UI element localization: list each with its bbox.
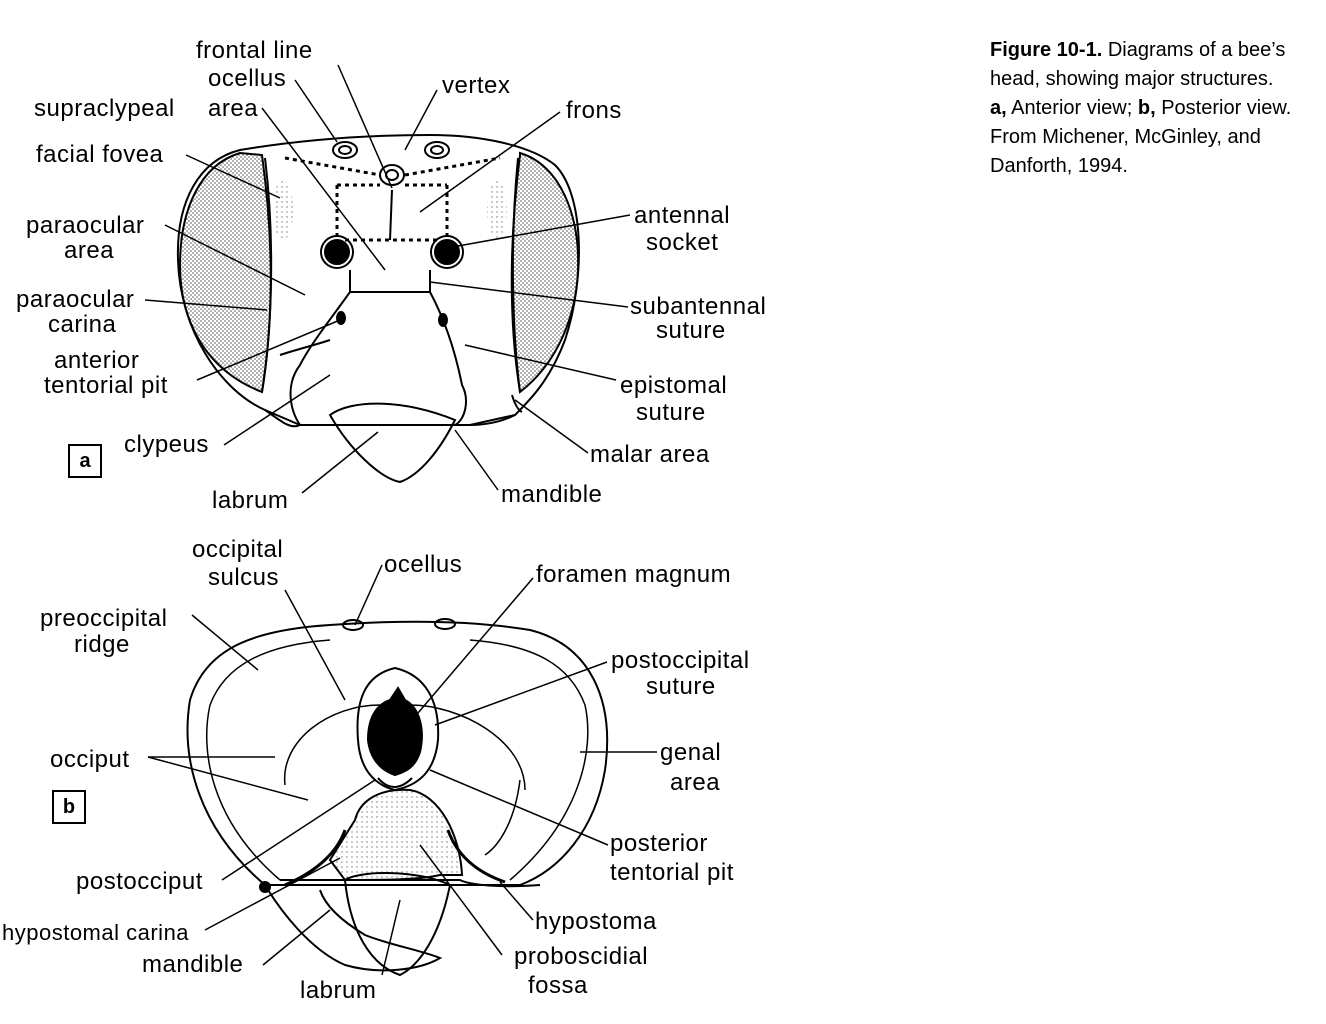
label-posterior-1: posterior — [610, 830, 708, 857]
labrum-b — [343, 872, 452, 977]
label-labrum-b: labrum — [300, 977, 376, 1004]
proboscidial-fossa — [328, 788, 464, 882]
panel-label-a: a — [68, 444, 102, 478]
label-hypostomal-carina: hypostomal carina — [2, 920, 189, 945]
label-postoccipital-1: postoccipital — [611, 647, 750, 674]
caption-title: Diagrams of a bee’s head, showing major … — [990, 39, 1286, 90]
label-frontal-line: frontal line — [196, 37, 313, 64]
mandible-right-a — [469, 414, 516, 426]
label-posterior-2: tentorial pit — [610, 859, 734, 886]
leader-lines-b — [147, 564, 657, 976]
label-subantennal-2: suture — [656, 317, 726, 344]
mandible-left-a — [264, 409, 301, 428]
label-vertex: vertex — [442, 72, 510, 99]
label-paraocular-carina-1: paraocular — [16, 286, 134, 313]
clypeus — [289, 291, 467, 426]
labels-b: occipital sulcus ocellus foramen magnum … — [2, 536, 750, 1004]
compound-eye-left — [178, 151, 272, 394]
label-antennal-2: socket — [646, 229, 718, 256]
label-occiput: occiput — [50, 746, 130, 773]
leader-lines-a — [144, 64, 631, 494]
panel-label-b: b — [52, 790, 86, 824]
label-facial-fovea: facial fovea — [36, 141, 164, 168]
label-preoccipital-1: preoccipital — [40, 605, 167, 632]
label-preoccipital-2: ridge — [74, 631, 130, 658]
caption-a-label: a, — [990, 97, 1007, 119]
posterior-view — [186, 618, 609, 977]
label-proboscidial-2: fossa — [528, 972, 588, 999]
antennal-socket-right — [434, 239, 460, 265]
label-supraclypeal-2: area — [208, 95, 258, 122]
label-hypostoma: hypostoma — [535, 908, 657, 935]
label-epistomal-1: epistomal — [620, 372, 727, 399]
compound-eye-right — [510, 151, 580, 394]
facial-fovea-right — [487, 180, 507, 240]
label-genal-1: genal — [660, 739, 721, 766]
figure-caption: Figure 10-1. Diagrams of a bee’s head, s… — [990, 36, 1310, 181]
head-outline-b — [186, 620, 609, 886]
label-anterior-1: anterior — [54, 347, 139, 374]
label-supraclypeal-1: supraclypeal — [34, 95, 175, 122]
label-paraocular-area-1: paraocular — [26, 212, 144, 239]
label-occipital-2: sulcus — [208, 564, 279, 591]
caption-b-text: Posterior view. From Michener, McGinley,… — [990, 97, 1292, 177]
label-malar-area: malar area — [590, 441, 710, 468]
ocellus-left — [332, 141, 358, 159]
label-postoccipital-2: suture — [646, 673, 716, 700]
label-mandible-b: mandible — [142, 951, 243, 978]
label-paraocular-area-2: area — [64, 237, 114, 264]
labels-a: frontal line ocellus vertex supraclypeal… — [16, 37, 766, 514]
label-mandible-a: mandible — [501, 481, 602, 508]
caption-figure-label: Figure 10-1. — [990, 39, 1103, 61]
label-anterior-2: tentorial pit — [44, 372, 168, 399]
label-proboscidial-1: proboscidial — [514, 943, 648, 970]
label-clypeus: clypeus — [124, 431, 209, 458]
label-frons: frons — [566, 97, 622, 124]
label-labrum-a: labrum — [212, 487, 288, 514]
caption-b-label: b, — [1137, 97, 1156, 119]
anterior-view — [176, 133, 580, 484]
ocellus-right — [424, 141, 450, 159]
head-outline-a — [176, 133, 580, 426]
facial-fovea-left — [273, 180, 293, 240]
label-occipital-1: occipital — [192, 536, 283, 563]
label-foramen-magnum: foramen magnum — [536, 561, 731, 588]
label-postocciput: postocciput — [76, 868, 203, 895]
label-subantennal-1: subantennal — [630, 293, 766, 320]
foramen-magnum — [366, 686, 423, 777]
caption-a-text: Anterior view; — [1006, 97, 1138, 119]
label-ocellus-a: ocellus — [208, 65, 286, 92]
labrum-a — [328, 402, 457, 484]
label-antennal-1: antennal — [634, 202, 730, 229]
label-paraocular-carina-2: carina — [48, 311, 117, 338]
antennal-socket-left — [324, 239, 350, 265]
label-ocellus-b: ocellus — [384, 551, 462, 578]
label-genal-2: area — [670, 769, 720, 796]
mandible-b — [264, 884, 443, 972]
label-epistomal-2: suture — [636, 399, 706, 426]
